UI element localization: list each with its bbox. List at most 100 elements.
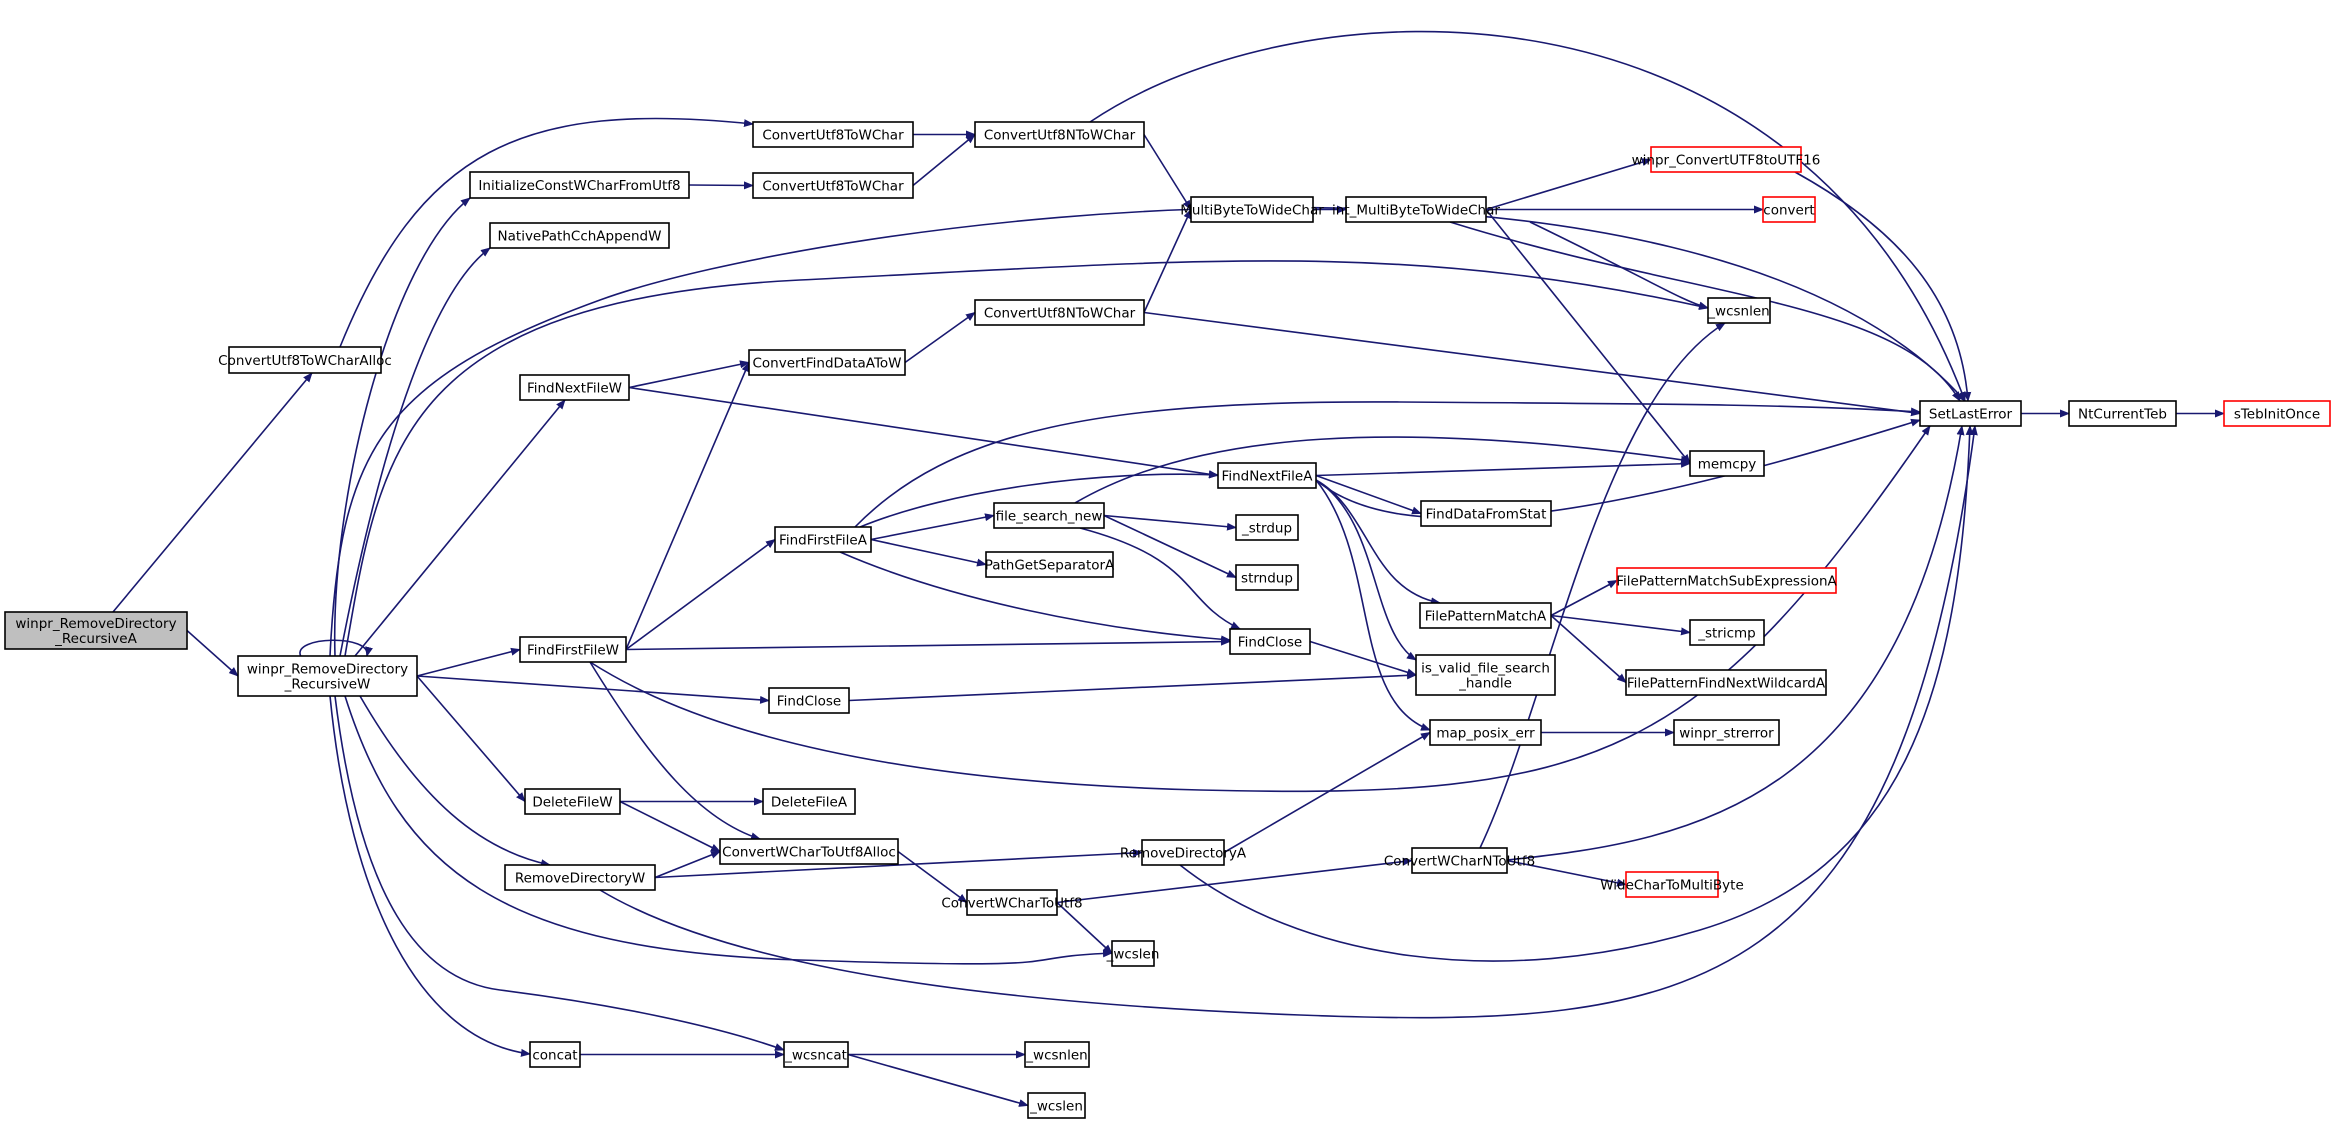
node-label: DeleteFileW (532, 795, 612, 811)
node-ntcurrentteb[interactable]: NtCurrentTeb (2068, 400, 2177, 427)
node-label: concat (532, 1048, 577, 1064)
node-convertwcharntoutf8[interactable]: ConvertWCharNToUtf8 (1384, 847, 1535, 874)
node-stebinitonce[interactable]: sTebInitOnce (2223, 400, 2331, 427)
node-box (974, 299, 1145, 326)
node-convertutf8towchar[interactable]: ConvertUtf8ToWChar (752, 172, 914, 199)
node-label: FilePatternMatchA (1425, 609, 1547, 625)
node-winpr-convertutf8toutf16[interactable]: winpr_ConvertUTF8toUTF16 (1632, 146, 1821, 173)
node-removedirectoryw[interactable]: RemoveDirectoryW (504, 864, 656, 891)
node-findfirstfilew[interactable]: FindFirstFileW (519, 636, 627, 663)
edge-rdA-to-rdW (186, 629, 239, 677)
edge-icwc-to-cu8w2 (688, 181, 754, 190)
node-multibytetowidechar[interactable]: MultiByteToWideChar (1180, 196, 1324, 223)
edge-fpma-to-fpmsea (1550, 579, 1618, 617)
edge-imb2wc-to-memcpy (1485, 208, 1691, 465)
node-findclose[interactable]: FindClose (1229, 628, 1311, 655)
node-label: is_valid_file_search (1421, 661, 1550, 677)
node-convertutf8towchar[interactable]: ConvertUtf8ToWChar (752, 121, 914, 148)
node-setlasterror[interactable]: SetLastError (1919, 400, 2022, 427)
node-convertfinddataatow[interactable]: ConvertFindDataAToW (748, 349, 906, 376)
node-findclose[interactable]: FindClose (768, 687, 850, 714)
edge-rdW-to-fc2 (416, 675, 770, 704)
node-box (1420, 500, 1552, 527)
node-box (1707, 297, 1771, 324)
node-removedirectorya[interactable]: RemoveDirectoryA (1120, 839, 1247, 866)
edge-rdirw-to-cwc8a (654, 850, 721, 879)
node-wcsncat[interactable]: _wcsncat (783, 1041, 849, 1068)
node-box (519, 636, 627, 663)
node-winpr-strerror[interactable]: winpr_strerror (1673, 719, 1780, 746)
node-int-multibytetowidechar[interactable]: int_MultiByteToWideChar (1332, 196, 1500, 223)
node-wcsnlen[interactable]: _wcsnlen (1024, 1041, 1090, 1068)
node-box (1345, 196, 1487, 223)
node-box (1429, 719, 1542, 746)
node-memcpy[interactable]: memcpy (1689, 450, 1765, 477)
node-file-search-new[interactable]: file_search_new (993, 502, 1105, 529)
node-findnextfilew[interactable]: FindNextFileW (519, 374, 630, 401)
node-deletefilea[interactable]: DeleteFileA (762, 788, 856, 815)
node-convertutf8ntowchar[interactable]: ConvertUtf8NToWChar (974, 299, 1145, 326)
edge-rdA-to-cu8wa (112, 372, 313, 613)
node-wcsnlen[interactable]: _wcsnlen (1707, 297, 1771, 324)
node-is-valid-file-search-handle[interactable]: is_valid_file_search_handle (1415, 654, 1556, 696)
node-label: FindClose (777, 694, 841, 710)
node-filepatternfindnextwildcarda[interactable]: FilePatternFindNextWildcardA (1625, 669, 1827, 696)
node-label: file_search_new (996, 509, 1103, 525)
node-label: winpr_RemoveDirectory (247, 662, 408, 678)
node-box (1229, 628, 1311, 655)
node-widechartomultibyte[interactable]: WideCharToMultiByte (1600, 871, 1744, 898)
node-finddatafromstat[interactable]: FindDataFromStat (1420, 500, 1552, 527)
node-concat[interactable]: concat (529, 1041, 581, 1068)
edge-cu8u16-to-sle (1794, 171, 1972, 402)
node-label: _RecursiveW (284, 677, 371, 693)
edge-cu8wa-to-cu8w1 (339, 117, 754, 348)
node-label: winpr_RemoveDirectory (15, 616, 176, 632)
node-wcslen[interactable]: _wcslen (1106, 940, 1160, 967)
node-nativepathcchappendw[interactable]: NativePathCchAppendW (489, 222, 670, 249)
node-pathgetseparatora[interactable]: PathGetSeparatorA (985, 551, 1115, 578)
node-label: _stricmp (1697, 626, 1756, 642)
node-winpr-removedirectory-recursivea[interactable]: winpr_RemoveDirectory_RecursiveA (4, 611, 188, 650)
node-label: _handle (1458, 676, 1512, 692)
edge-rdirw-to-rdira (654, 848, 1143, 879)
node-findfirstfilea[interactable]: FindFirstFileA (774, 526, 872, 553)
node-box (1689, 619, 1765, 646)
node-label: NtCurrentTeb (2078, 407, 2167, 423)
edge-rdW-to-ffw (416, 647, 521, 677)
node-strdup[interactable]: _strdup (1235, 514, 1299, 541)
edge-rdW-to-wcslen1 (344, 695, 1113, 965)
node-deletefilew[interactable]: DeleteFileW (524, 788, 621, 815)
node-stricmp[interactable]: _stricmp (1689, 619, 1765, 646)
node-convertwchartoutf8alloc[interactable]: ConvertWCharToUtf8Alloc (719, 838, 899, 865)
node-strndup[interactable]: strndup (1235, 564, 1299, 591)
node-findnextfilea[interactable]: FindNextFileA (1217, 462, 1317, 489)
node-box (529, 1041, 581, 1068)
edge-fpma-to-fpfnwa (1550, 614, 1627, 684)
node-winpr-removedirectory-recursivew[interactable]: winpr_RemoveDirectory_RecursiveW (237, 655, 418, 697)
node-box (774, 526, 872, 553)
node-convertwchartoutf8[interactable]: ConvertWCharToUtf8 (941, 889, 1083, 916)
node-convertutf8towcharalloc[interactable]: ConvertUtf8ToWCharAlloc (218, 346, 392, 374)
edge-ffw-to-ffa (625, 538, 776, 651)
edge-ffw-to-cfda (625, 361, 750, 650)
node-initializeconstwcharfromutf8[interactable]: InitializeConstWCharFromUtf8 (469, 171, 690, 199)
node-map-posix-err[interactable]: map_posix_err (1429, 719, 1542, 746)
node-convertutf8ntowchar[interactable]: ConvertUtf8NToWChar (974, 121, 1145, 148)
node-box (524, 788, 621, 815)
node-filepatternmatchsubexpressiona[interactable]: FilePatternMatchSubExpressionA (1616, 567, 1838, 594)
node-filepatternmatcha[interactable]: FilePatternMatchA (1419, 602, 1552, 629)
node-box (993, 502, 1105, 529)
node-wcslen[interactable]: _wcslen (1027, 1092, 1086, 1119)
edge-rdW-to-dfw (416, 675, 526, 803)
edge-rdW-to-rdW (299, 639, 373, 657)
edge-cu8nw2-to-mb2wc (1143, 208, 1192, 313)
edge-rdW-to-concat (329, 695, 531, 1057)
node-convert[interactable]: convert (1762, 196, 1816, 223)
node-box (1411, 847, 1508, 874)
edge-fc2-to-ivfsh (848, 671, 1417, 702)
node-box (752, 121, 914, 148)
edge-cu8nw2-to-sle (1143, 311, 1921, 417)
node-label: FilePatternMatchSubExpressionA (1616, 574, 1837, 590)
node-box (1625, 669, 1827, 696)
